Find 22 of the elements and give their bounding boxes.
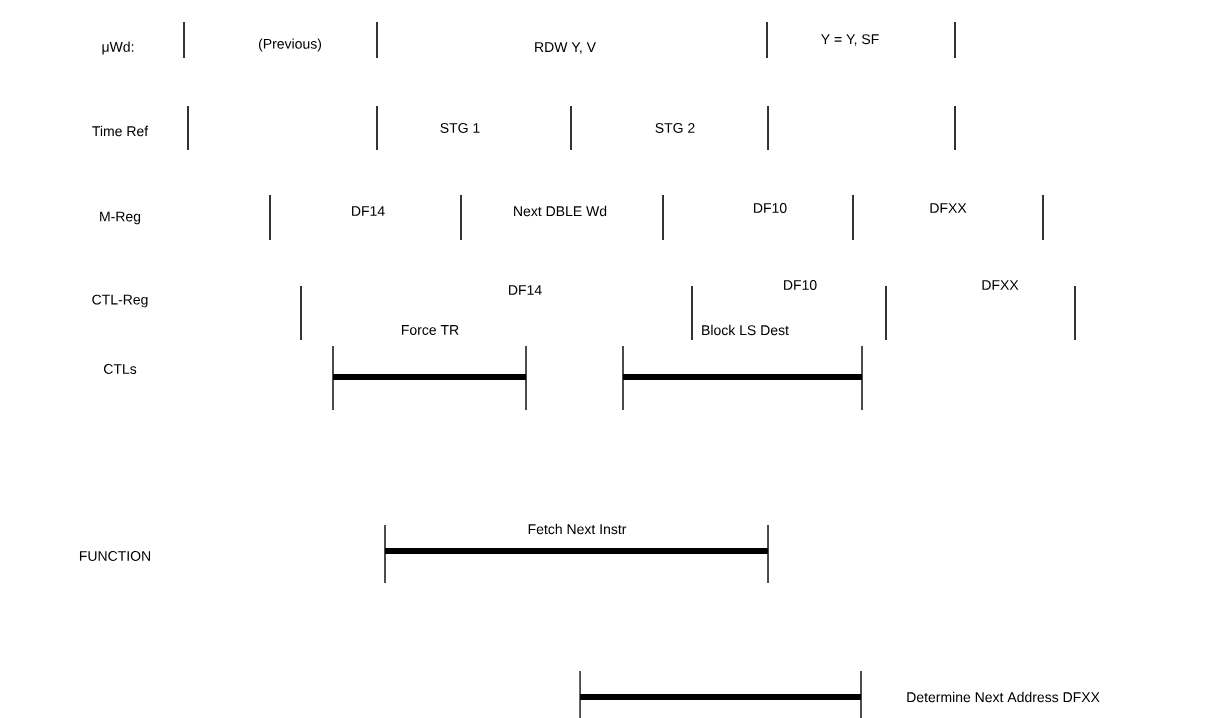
signal-label: DF10 (784, 280, 817, 290)
signal-label: DF14 (509, 285, 542, 295)
signal-label: Next DBLE Wd (514, 205, 607, 217)
signal-label: STG 2 (655, 123, 695, 133)
bar-label: Force TR (402, 325, 459, 335)
row-label: Time Ref (92, 125, 149, 137)
row-label: CTL-Reg (92, 294, 148, 308)
bar-label: Determine Next Address DFXX (907, 691, 1100, 703)
signal-label: Y = Y, SF (821, 34, 879, 46)
signal-label: STG 1 (440, 123, 480, 133)
signal-label: DF14 (352, 206, 385, 216)
signal-label: DFXX (930, 203, 967, 213)
bar-label: Fetch Next Instr (528, 523, 627, 535)
row-label: μWd: (102, 41, 134, 55)
signal-label: DF10 (754, 203, 787, 213)
row-label: M-Reg (100, 211, 141, 225)
row-label: FUNCTION (80, 551, 151, 561)
row-label: CTLs (104, 364, 137, 374)
signal-label: DFXX (982, 280, 1019, 290)
bar-label: Block LS Dest (702, 324, 789, 336)
signal-label: RDW Y, V (535, 42, 596, 54)
signal-label: (Previous) (258, 38, 322, 52)
